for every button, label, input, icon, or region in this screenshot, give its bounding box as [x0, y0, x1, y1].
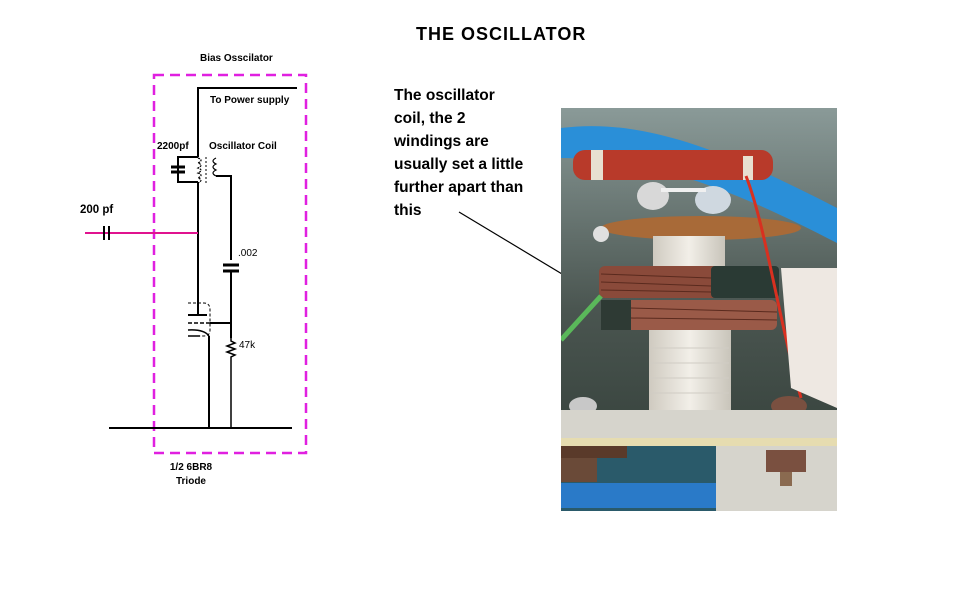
caption-line: usually set a little [394, 156, 524, 173]
red-capacitor [573, 150, 773, 180]
triode-tube-icon [187, 302, 211, 337]
nut-icon [561, 458, 597, 482]
resistor-label: 47k [239, 340, 256, 351]
bias-oscillator-boundary [152, 73, 308, 455]
tube-label-line1: 1/2 6BR8 [169, 462, 213, 473]
caption: The oscillator coil, the 2 windings are … [394, 84, 564, 222]
tube-label-line2: Triode [175, 476, 206, 487]
coil-winding [601, 300, 777, 330]
green-wire [561, 294, 603, 342]
oscillator-coil-icon [196, 157, 232, 260]
resistor-icon [224, 338, 238, 428]
coupling-cap-label: .002 [238, 248, 258, 259]
power-label: To Power supply [210, 95, 290, 106]
caption-line: The oscillator [394, 87, 495, 104]
caption-line: further apart than [394, 179, 524, 196]
block-label: Bias Osscilator [200, 53, 273, 64]
chassis-plate [561, 410, 837, 440]
power-supply-wire [197, 87, 297, 157]
coil-bobbin [649, 330, 731, 410]
caption-line: this [394, 202, 422, 219]
tank-loop-wire [177, 156, 198, 183]
coil-label: Oscillator Coil [209, 141, 277, 152]
terminal-board [601, 216, 801, 240]
page-title: THE OSCILLATOR [416, 24, 587, 44]
input-cap-label: 200 pf [80, 204, 114, 216]
tank-cap-label: 2200pf [157, 141, 189, 152]
oscillator-coil-photo [561, 108, 837, 511]
nut-icon [766, 450, 806, 472]
photo-illustration [561, 108, 837, 511]
caption-line: coil, the 2 [394, 110, 466, 127]
caption-line: windings are [394, 133, 489, 150]
